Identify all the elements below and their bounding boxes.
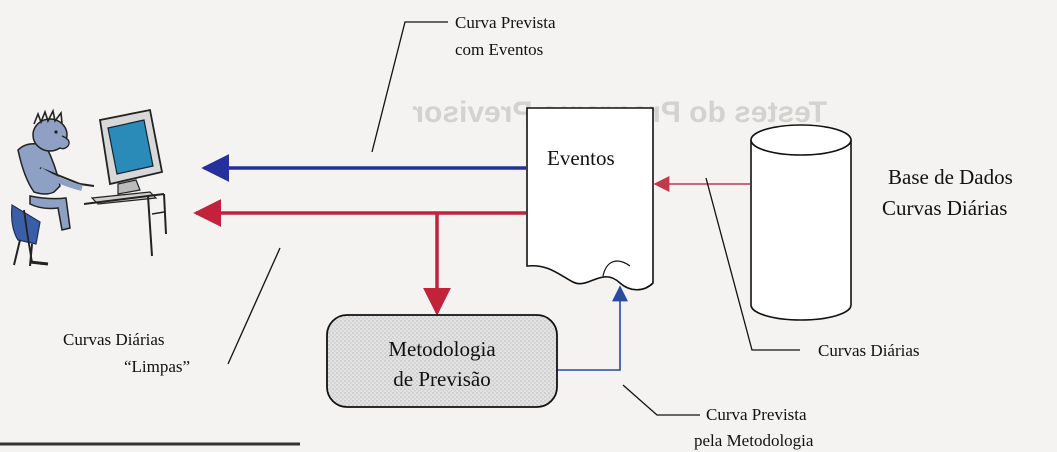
methodology-box: Metodologia de Previsão (326, 314, 558, 408)
methodology-label-line1: Metodologia (388, 337, 496, 361)
forecast-method-leader (622, 384, 700, 416)
daily-curves-leader (705, 177, 800, 351)
methodology-label-line2: de Previsão (393, 367, 490, 391)
forecast-method-label-line1: Curva Prevista (706, 405, 807, 424)
events-box: Eventos (526, 107, 654, 291)
forecast-method-label-line2: pela Metodologia (694, 431, 814, 450)
methodology-to-events-arrow (556, 285, 628, 371)
database-cylinder (750, 124, 852, 321)
events-box-label: Eventos (547, 146, 615, 170)
forecast-events-leader (371, 21, 448, 153)
clean-curves-label-line1: Curvas Diárias (63, 330, 165, 349)
database-label-line2: Curvas Diárias (882, 196, 1007, 220)
forecast-events-label-line1: Curva Prevista (455, 13, 556, 32)
clean-curves-label-line2: “Limpas” (124, 357, 190, 376)
clean-curves-leader (227, 247, 281, 365)
forecast-events-label-line2: com Eventos (455, 40, 543, 59)
user-computer-icon (11, 108, 167, 267)
database-label-line1: Base de Dados (888, 165, 1013, 189)
daily-curves-label: Curvas Diárias (818, 341, 920, 360)
